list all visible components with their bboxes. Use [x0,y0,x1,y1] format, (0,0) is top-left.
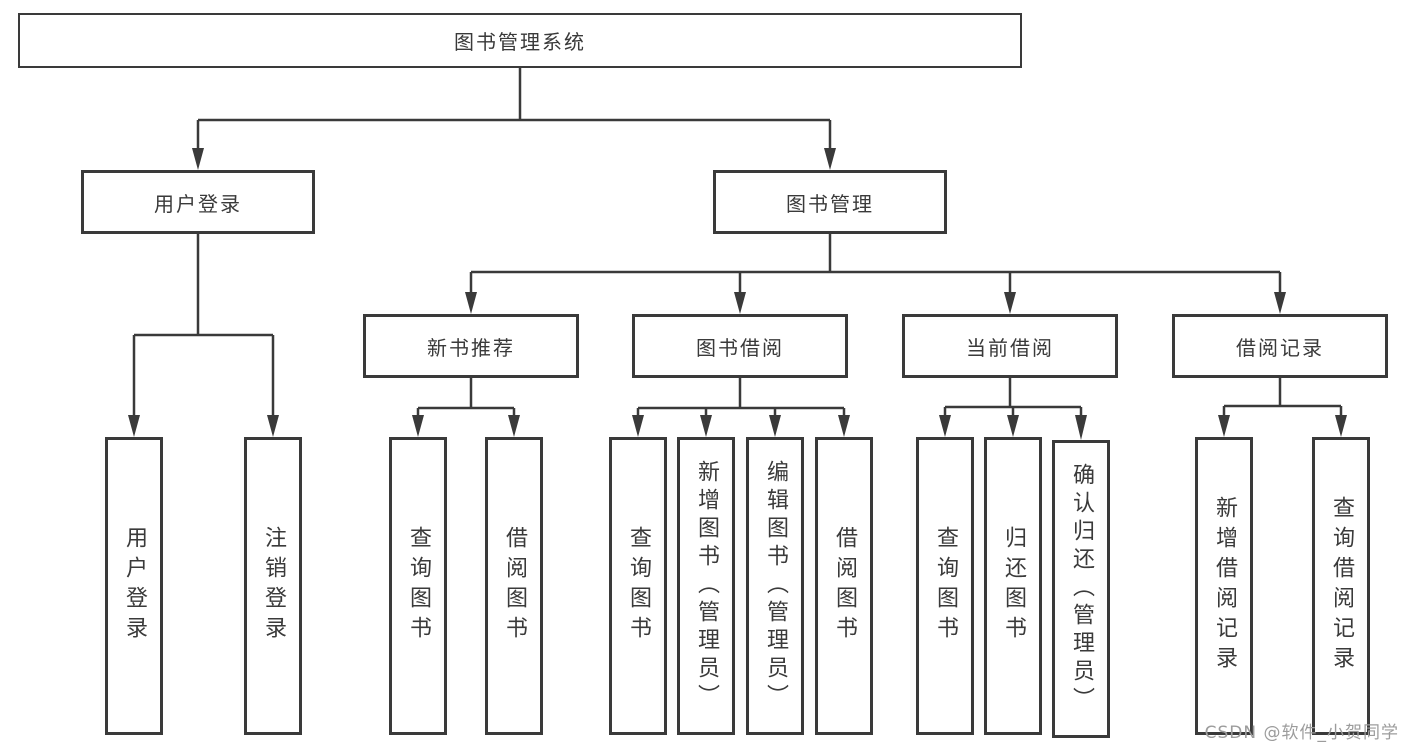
node-new-book-recommend-label: 新书推荐 [427,335,515,360]
leaf-query-books-borrowing: 查询图书 [609,437,667,735]
leaf-logout: 注销登录 [244,437,302,735]
leaf-confirm-return-admin-label: 确认归还（管理员） [1069,463,1094,715]
leaf-return-books-label: 归还图书 [1001,526,1026,646]
leaf-query-borrow-record: 查询借阅记录 [1312,437,1370,735]
leaf-logout-label: 注销登录 [261,526,286,646]
node-book-borrowing: 图书借阅 [632,314,848,378]
csdn-watermark: CSDN @软件_小贺同学 [1204,723,1399,743]
leaf-return-books: 归还图书 [984,437,1042,735]
node-borrowing-records: 借阅记录 [1172,314,1388,378]
leaf-borrow-books-borrowing-label: 借阅图书 [832,526,857,646]
leaf-edit-books-admin-label: 编辑图书（管理员） [763,460,788,712]
node-library-system-label: 图书管理系统 [454,30,586,54]
leaf-borrow-books-recommend-label: 借阅图书 [502,526,527,646]
node-library-system: 图书管理系统 [18,13,1022,68]
leaf-edit-books-admin: 编辑图书（管理员） [746,437,804,735]
leaf-query-borrow-record-label: 查询借阅记录 [1329,496,1354,676]
leaf-query-books-recommend-label: 查询图书 [406,526,431,646]
node-user-login-group-label: 用户登录 [154,191,242,216]
leaf-query-books-current: 查询图书 [916,437,974,735]
node-new-book-recommend: 新书推荐 [363,314,579,378]
leaf-confirm-return-admin: 确认归还（管理员） [1052,440,1110,738]
leaf-query-books-borrowing-label: 查询图书 [626,526,651,646]
leaf-add-books-admin-label: 新增图书（管理员） [694,460,719,712]
leaf-add-borrow-record: 新增借阅记录 [1195,437,1253,735]
leaf-user-login: 用户登录 [105,437,163,735]
node-book-borrowing-label: 图书借阅 [696,335,784,360]
leaf-add-borrow-record-label: 新增借阅记录 [1212,496,1237,676]
node-user-login-group: 用户登录 [81,170,315,234]
node-current-borrowing-label: 当前借阅 [966,335,1054,360]
leaf-add-books-admin: 新增图书（管理员） [677,437,735,735]
leaf-query-books-recommend: 查询图书 [389,437,447,735]
leaf-borrow-books-borrowing: 借阅图书 [815,437,873,735]
node-book-management: 图书管理 [713,170,947,234]
leaf-user-login-label: 用户登录 [122,526,147,646]
leaf-borrow-books-recommend: 借阅图书 [485,437,543,735]
node-current-borrowing: 当前借阅 [902,314,1118,378]
node-book-management-label: 图书管理 [786,191,874,216]
node-borrowing-records-label: 借阅记录 [1236,335,1324,360]
leaf-query-books-current-label: 查询图书 [933,526,958,646]
